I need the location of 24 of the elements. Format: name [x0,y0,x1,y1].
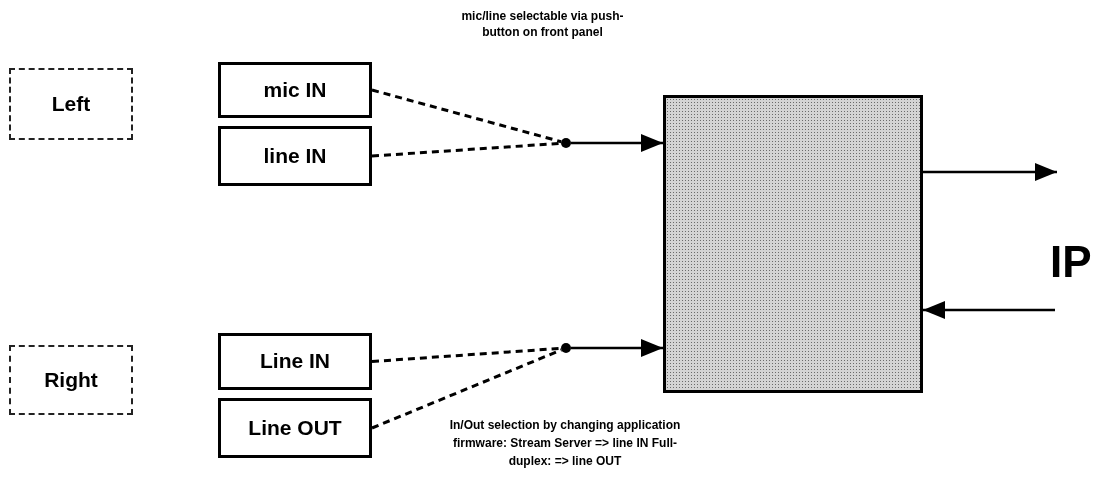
node-label: Line OUT [248,414,342,441]
port-box [218,126,372,186]
device-block [663,95,923,393]
connector-line [371,141,562,158]
note-text: mic/line selectable via push-button on front panel [460,8,625,40]
channel-box [9,68,133,140]
arrow [923,163,1057,181]
port-box [218,398,372,458]
arrow [571,134,663,152]
network-label: IP [1050,236,1092,288]
node-label: mic IN [263,76,327,103]
node-label: Left [51,90,91,117]
arrow [923,301,1055,319]
node-label: Right [44,366,98,393]
node-label: line IN [263,142,327,169]
connector-line [371,348,562,430]
note-text: In/Out selection by changing application firmware: Stream Server => line IN Full-duplex: => line OUT [448,417,682,470]
arrow [571,339,663,357]
connector-line [371,88,562,144]
channel-box [9,345,133,415]
node-label: Line IN [260,348,330,375]
port-box [218,333,372,390]
port-box [218,62,372,118]
connector-line [371,346,562,363]
